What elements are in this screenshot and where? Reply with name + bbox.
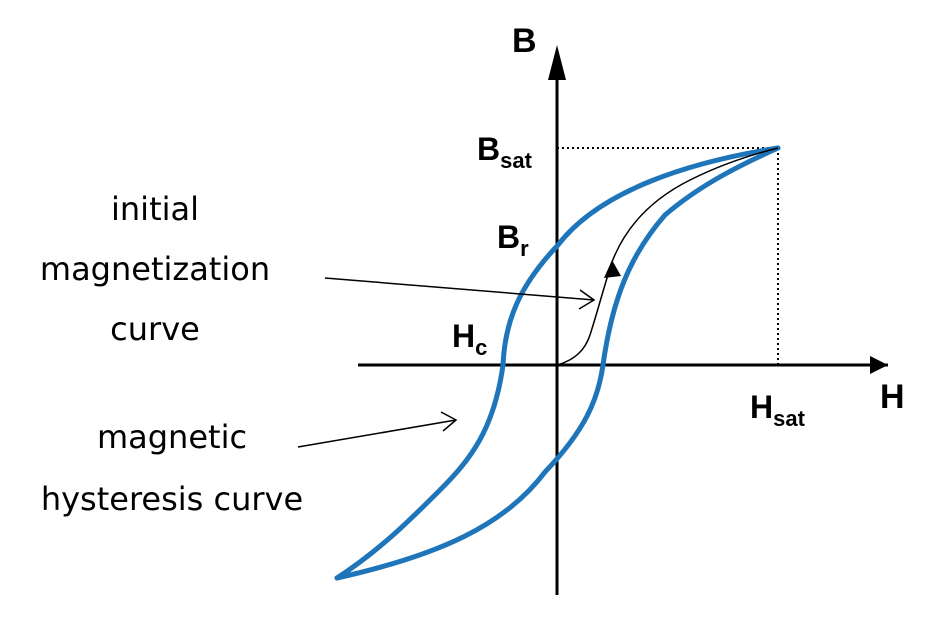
hysteresis-caption-line-2: hysteresis curve	[41, 480, 303, 518]
b-r-label: Br	[497, 219, 529, 261]
initial-curve-caption-line-3: curve	[110, 310, 200, 348]
initial-curve-caption-line-1: initial	[111, 190, 199, 228]
h-sat-label: Hsat	[750, 389, 806, 431]
hysteresis-loop-upper-branch	[334, 145, 781, 581]
initial-curve-caption-line-2: magnetization	[40, 250, 270, 288]
hysteresis-pointer-head	[440, 411, 458, 432]
hysteresis-pointer-line	[297, 419, 457, 448]
hysteresis-caption-line-1: magnetic	[97, 418, 247, 456]
initial-magnetization-curve	[556, 147, 779, 366]
b-axis-label: B	[512, 22, 537, 60]
initial-curve-pointer-line	[324, 277, 595, 301]
initial-curve-pointer-head	[578, 289, 596, 310]
h-c-label: Hc	[452, 318, 487, 360]
b-sat-label: Bsat	[477, 131, 533, 173]
b-axis-arrowhead	[548, 45, 566, 80]
h-axis-label: H	[880, 378, 905, 416]
hysteresis-loop-lower-branch	[334, 145, 781, 581]
initial-curve-direction-arrow	[604, 260, 621, 278]
h-axis-arrowhead	[870, 356, 888, 374]
